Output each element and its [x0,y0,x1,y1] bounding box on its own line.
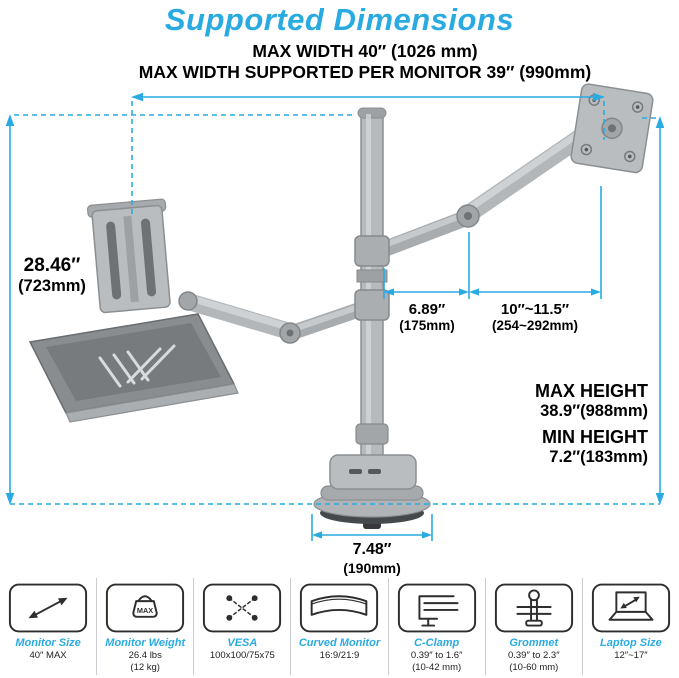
laptop-mount-bracket [87,198,171,314]
dim-max-height: MAX HEIGHT 38.9″(988mm) [470,381,648,421]
dim-pole-height-value: 28.46″ [23,255,81,276]
grommet-icon [494,583,573,633]
spec-label: Monitor Weight [105,637,186,649]
tray-pivot-joint [178,291,198,311]
spec-footer: Monitor Size 40″ MAX MAX Monitor Weight … [0,578,679,675]
tray-front-lip [65,383,239,423]
dimension-arrowheads [5,92,665,539]
curved-monitor-icon [300,583,379,633]
dimension-lines [9,96,661,541]
usb-port [349,469,362,474]
tray-vent-slots [98,344,176,388]
dim-elbow-to-vesa: 10″~11.5″ (254~292mm) [459,301,611,334]
vesa-plate [570,83,654,174]
dim-min-height-value: 7.2″(183mm) [549,447,648,466]
spec-detail: 12″~17″ [614,650,648,661]
desk-clamp-base [313,454,431,529]
spec-label: Grommet [509,637,559,649]
dim-pole-height-metric: (723mm) [18,277,86,296]
spec-detail: 16:9/21:9 [319,650,360,661]
dim-max-height-value: 38.9″(988mm) [540,401,648,420]
vesa-icon [203,583,282,633]
spec-label: VESA [227,637,258,649]
dim-elbow-to-vesa-value: 10″~11.5″ [500,301,570,318]
spec-item-c-clamp: C-Clamp 0.39″ to 1.6″ (10-42 mm) [389,578,486,675]
dim-base-width-metric: (190mm) [343,559,401,576]
spec-label: Monitor Size [15,637,81,649]
spec-item-laptop-size: Laptop Size 12″~17″ [583,578,679,675]
page-title: Supported Dimensions [164,2,515,37]
monitor-arm [374,123,596,258]
dim-pole-to-elbow-value: 6.89″ [408,301,446,318]
spec-label: Curved Monitor [298,637,381,649]
max-width-label: MAX WIDTH 40″ (1026 mm) [252,41,478,61]
laptop-tray [28,313,239,423]
dim-base-width-value: 7.48″ [352,541,392,558]
dim-base-width: 7.48″ (190mm) [310,541,434,576]
weight-max-text: MAX [137,606,153,615]
dim-min-height: MIN HEIGHT 7.2″(183mm) [470,427,648,467]
spec-detail: 0.39″ to 2.3″ (10-60 mm) [507,650,560,674]
laptop-size-icon [591,583,670,633]
dim-max-height-label: MAX HEIGHT [534,381,648,401]
mount-illustration [5,83,665,541]
spec-detail: 26.4 lbs (12 kg) [128,650,162,674]
spec-detail: 100x100/75x75 [209,650,275,661]
monitor-size-icon [8,583,88,633]
pole-collars [354,235,390,445]
usb-port [368,469,381,474]
spec-detail: 40″ MAX [29,650,67,661]
spec-detail: 0.39″ to 1.6″ (10-42 mm) [410,650,463,674]
dim-pole-to-elbow: 6.89″ (175mm) [383,301,471,334]
spec-item-curved-monitor: Curved Monitor 16:9/21:9 [291,578,389,675]
spec-label: C-Clamp [414,637,460,649]
dim-pole-to-elbow-metric: (175mm) [399,318,455,334]
dim-pole-height: 28.46″ (723mm) [0,255,104,296]
spec-item-monitor-weight: MAX Monitor Weight 26.4 lbs (12 kg) [97,578,195,675]
max-width-per-monitor-label: MAX WIDTH SUPPORTED PER MONITOR 39″ (990… [138,62,592,82]
c-clamp-icon [397,583,476,633]
dim-elbow-to-vesa-metric: (254~292mm) [492,318,578,334]
spec-label: Laptop Size [600,637,662,649]
spec-item-grommet: Grommet 0.39″ to 2.3″ (10-60 mm) [486,578,583,675]
spec-item-vesa: VESA 100x100/75x75 [194,578,292,675]
monitor-weight-icon: MAX [106,583,185,633]
spec-item-monitor-size: Monitor Size 40″ MAX [0,578,98,675]
dim-min-height-label: MIN HEIGHT [542,427,648,447]
